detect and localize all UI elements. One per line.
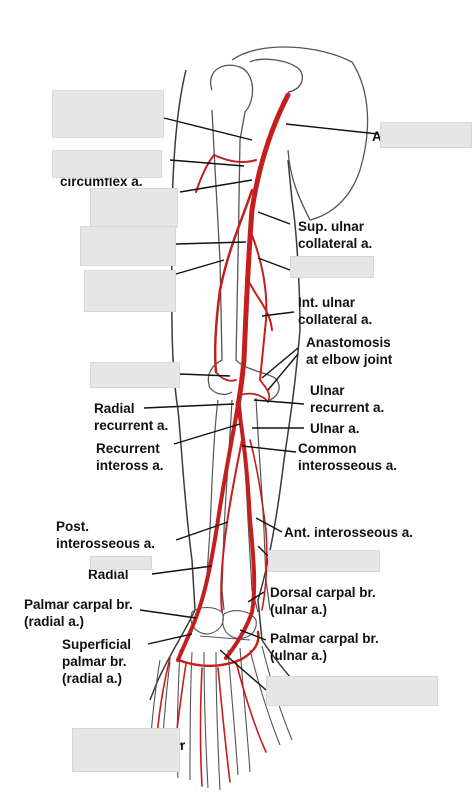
artery-network <box>155 92 291 787</box>
label-palmar-carpal-radial: Palmar carpal br. (radial a.) <box>24 597 133 629</box>
profunda-branch <box>213 188 254 374</box>
label-radial-recurrent: Radial recurrent a. <box>94 401 169 433</box>
leader-lines <box>139 117 379 745</box>
finger-outlines <box>149 645 293 791</box>
label-axillary-partial: A <box>372 129 382 144</box>
label-common-interosseous: Common interosseous a. <box>298 441 398 473</box>
palmar-arch <box>176 630 260 668</box>
radial-artery <box>176 403 240 662</box>
hidden-label-box[interactable] <box>90 188 178 228</box>
label-ulnar-recurrent: Ulnar recurrent a. <box>310 383 385 415</box>
label-superficial-palmar: Superficial palmar br. (radial a.) <box>62 637 132 686</box>
label-sup-ulnar-collateral: Sup. ulnar collateral a. <box>298 219 373 251</box>
hidden-label-box[interactable] <box>290 256 374 278</box>
label-arch-partial: r <box>180 738 186 753</box>
label-radial-partial: Radial <box>88 567 129 582</box>
hidden-label-box[interactable] <box>52 150 162 178</box>
hidden-label-box[interactable] <box>266 676 438 706</box>
label-post-interosseous: Post. interosseous a. <box>56 519 156 551</box>
hidden-label-box[interactable] <box>80 226 176 266</box>
sup-ulnar-collateral <box>249 229 268 381</box>
hidden-label-box[interactable] <box>380 122 472 148</box>
label-recurrent-inteross: Recurrent inteross a. <box>96 441 164 473</box>
deep-branches <box>249 439 268 611</box>
elbow-anastomosis <box>215 371 271 403</box>
hidden-label-box[interactable] <box>268 550 380 572</box>
label-int-ulnar-collateral: Int. ulnar collateral a. <box>298 295 373 327</box>
hidden-label-box[interactable] <box>90 556 152 570</box>
label-anastomosis: Anastomosis at elbow joint <box>306 335 393 367</box>
hidden-label-box[interactable] <box>90 362 180 388</box>
hidden-label-box[interactable] <box>84 270 176 312</box>
int-ulnar-collateral <box>247 279 273 331</box>
axillary-brachial-artery <box>235 92 291 408</box>
hidden-label-box[interactable] <box>72 728 180 772</box>
ulnar-artery <box>224 403 257 660</box>
label-dorsal-carpal-ulnar: Dorsal carpal br. (ulnar a.) <box>270 585 376 617</box>
label-ant-interosseous: Ant. interosseous a. <box>284 525 414 540</box>
label-ulnar: Ulnar a. <box>310 421 360 436</box>
common-interosseous <box>220 439 243 613</box>
humerus-outline <box>207 64 280 401</box>
label-palmar-carpal-ulnar: Palmar carpal br. (ulnar a.) <box>270 631 379 663</box>
digital-arteries <box>155 657 267 787</box>
hidden-label-box[interactable] <box>52 90 164 138</box>
scapula-outline <box>231 46 369 221</box>
circumflex-branch <box>195 153 257 193</box>
